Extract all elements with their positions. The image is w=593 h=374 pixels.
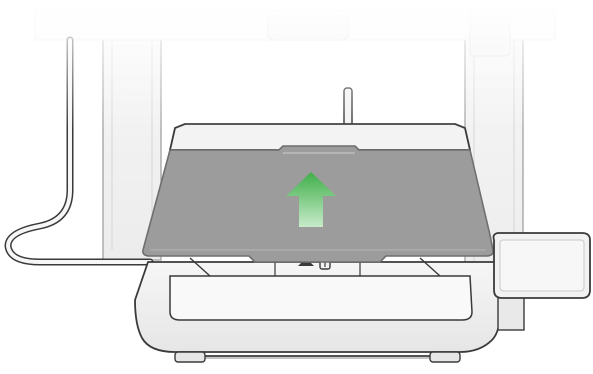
touchscreen-panel <box>494 233 591 330</box>
top-fade <box>0 0 593 130</box>
printer-base <box>135 258 500 362</box>
